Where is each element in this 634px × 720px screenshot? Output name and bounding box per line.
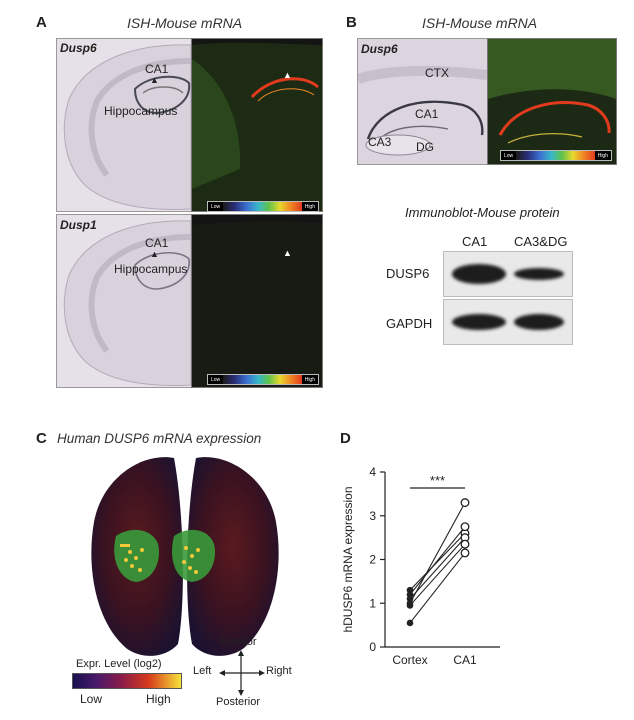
ca1-point bbox=[460, 548, 470, 558]
dusp1-heat-arrowhead-icon: ▲ bbox=[283, 248, 292, 258]
compass-left: Left bbox=[193, 665, 212, 677]
gapdh-band-ca3dg bbox=[514, 314, 564, 330]
y-tick-label: 1 bbox=[369, 596, 376, 610]
dusp6-band-ca3dg bbox=[514, 268, 564, 280]
compass-right: Right bbox=[266, 665, 292, 677]
dusp6-gene-label: Dusp6 bbox=[60, 41, 97, 55]
panel-a-heading: ISH-Mouse mRNA bbox=[127, 15, 243, 31]
dusp6-ca1-arrowhead-icon: ▲ bbox=[150, 75, 159, 85]
pair-line bbox=[409, 502, 466, 604]
expr-legend-low: Low bbox=[80, 692, 103, 706]
blot-row-gapdh: GAPDH bbox=[386, 316, 433, 331]
dusp6-color-scale: Low High bbox=[207, 201, 319, 212]
y-tick-label: 2 bbox=[369, 553, 376, 567]
b-color-scale: Low High bbox=[500, 150, 612, 161]
panel-b-letter: B bbox=[346, 14, 357, 31]
expr-legend-gradient bbox=[72, 673, 182, 689]
dusp6-heatmap-image bbox=[191, 38, 323, 212]
dusp1-ca1-label: CA1 bbox=[145, 236, 169, 250]
scale-high-label: High bbox=[304, 376, 315, 383]
scale-low-label: Low bbox=[211, 376, 221, 383]
y-tick-label: 3 bbox=[369, 509, 376, 523]
y-axis-label: hDUSP6 mRNA expression bbox=[341, 486, 355, 632]
gapdh-band-ca1 bbox=[452, 314, 506, 330]
b-dg-label: DG bbox=[416, 140, 434, 154]
scale-gradient bbox=[516, 151, 595, 160]
compass-posterior: Posterior bbox=[216, 696, 261, 708]
scale-high-label: High bbox=[304, 203, 315, 210]
b-heatmap-image bbox=[487, 38, 617, 165]
scale-low-label: Low bbox=[211, 203, 221, 210]
b-gene-label: Dusp6 bbox=[361, 42, 398, 56]
dusp1-heatmap-image bbox=[191, 214, 323, 388]
b-ish-image bbox=[357, 38, 488, 165]
cortex-point bbox=[406, 602, 414, 609]
panel-d-letter: D bbox=[340, 430, 351, 447]
ca1-point bbox=[460, 498, 470, 508]
dusp6-hippocampus-label: Hippocampus bbox=[104, 104, 178, 118]
panel-a-letter: A bbox=[36, 14, 47, 31]
x-tick-label: CA1 bbox=[453, 653, 477, 667]
dusp1-color-scale: Low High bbox=[207, 374, 319, 385]
significance-label: *** bbox=[430, 473, 445, 488]
dusp6-ish-image bbox=[56, 38, 192, 212]
cortex-point bbox=[406, 619, 414, 627]
b-ca3-label: CA3 bbox=[368, 135, 392, 149]
dusp1-gene-label: Dusp1 bbox=[60, 218, 97, 232]
panel-c-letter: C bbox=[36, 430, 47, 447]
human-brain-image bbox=[82, 452, 288, 662]
dusp1-ish-image bbox=[56, 214, 192, 388]
b-ca1-label: CA1 bbox=[415, 107, 439, 121]
blot-col-ca1: CA1 bbox=[462, 234, 488, 249]
pair-line bbox=[409, 552, 466, 624]
pair-line bbox=[409, 526, 466, 595]
gapdh-blot bbox=[443, 299, 573, 345]
scale-gradient bbox=[223, 375, 302, 384]
panel-c-heading: Human DUSP6 mRNA expression bbox=[57, 431, 262, 446]
compass-anterior: Anterior bbox=[218, 636, 257, 648]
dusp1-hippocampus-label: Hippocampus bbox=[114, 262, 188, 276]
dusp1-ca1-arrowhead-icon: ▲ bbox=[150, 249, 159, 259]
compass-arrows-icon bbox=[217, 650, 265, 696]
y-tick-label: 0 bbox=[369, 640, 376, 654]
dusp6-ca1-label: CA1 bbox=[145, 62, 169, 76]
blot-heading: Immunoblot-Mouse protein bbox=[405, 205, 560, 220]
panel-b-heading: ISH-Mouse mRNA bbox=[422, 15, 538, 31]
pair-line bbox=[409, 537, 466, 600]
scale-high-label: High bbox=[597, 152, 608, 159]
ca1-point bbox=[460, 539, 470, 549]
dusp6-blot bbox=[443, 251, 573, 297]
scale-gradient bbox=[223, 202, 302, 211]
scale-low-label: Low bbox=[504, 152, 514, 159]
expr-legend-title: Expr. Level (log2) bbox=[76, 658, 162, 670]
dusp6-heat-arrowhead-icon: ▲ bbox=[283, 70, 292, 80]
b-ctx-label: CTX bbox=[425, 66, 449, 80]
ca1-point bbox=[460, 522, 470, 532]
x-tick-label: Cortex bbox=[392, 653, 427, 667]
blot-row-dusp6: DUSP6 bbox=[386, 266, 430, 281]
dusp6-band-ca1 bbox=[452, 264, 506, 284]
blot-col-ca3dg: CA3&DG bbox=[514, 234, 568, 249]
pair-line bbox=[409, 532, 466, 591]
expr-legend-high: High bbox=[146, 692, 171, 706]
y-tick-label: 4 bbox=[369, 465, 376, 479]
pair-line bbox=[409, 543, 466, 606]
